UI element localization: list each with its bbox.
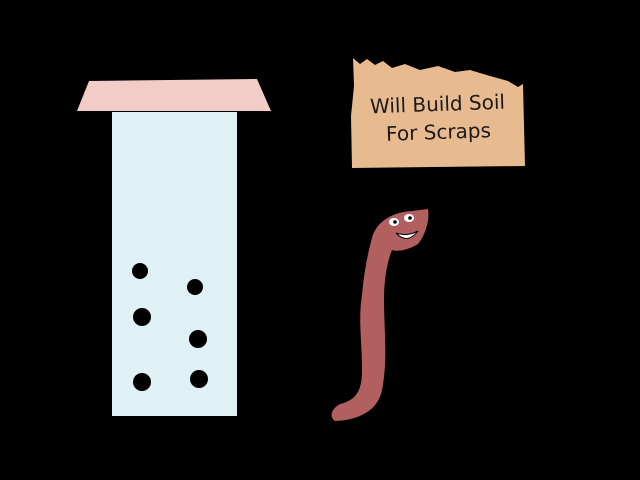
air-hole [133,373,151,391]
air-hole [189,330,207,348]
bin-air-holes [132,263,208,391]
worm-pupil-left [393,220,397,224]
sign-shape [351,58,525,168]
sign-text: Will Build Soil For Scraps [349,87,527,149]
worm-bin [77,79,271,416]
air-hole [132,263,148,279]
worm-pupil-right [408,216,412,220]
bin-roof [77,79,271,111]
bin-body [112,112,237,416]
air-hole [190,370,208,388]
air-hole [133,308,151,326]
worm-body [331,209,429,421]
cardboard-sign: Will Build Soil For Scraps [350,56,526,168]
worm-mouth [395,230,419,239]
worm [331,209,429,421]
air-hole [187,279,203,295]
sign-board [351,58,525,168]
